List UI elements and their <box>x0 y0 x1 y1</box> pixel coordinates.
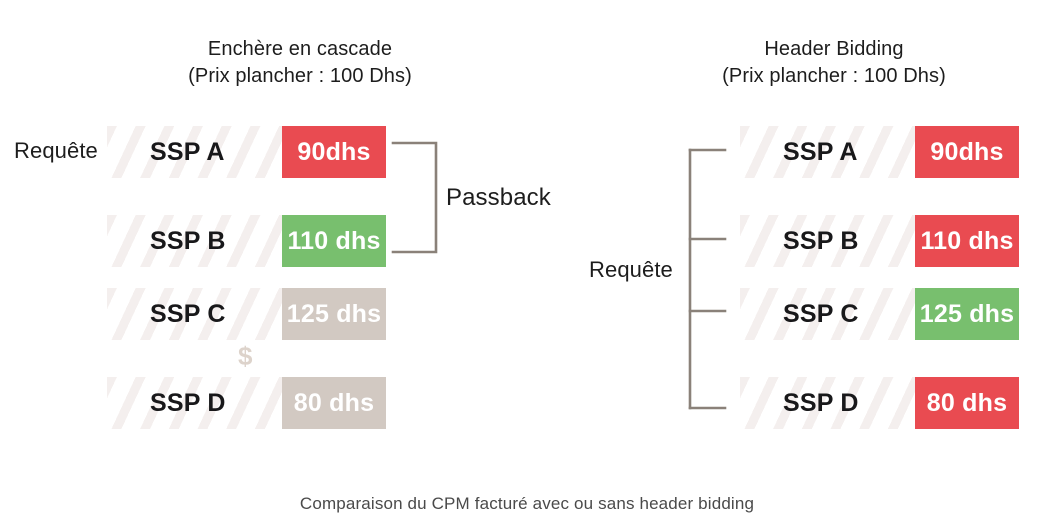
passback-label: Passback <box>446 184 551 211</box>
right-price-box-d[interactable]: 80 dhs <box>915 377 1019 429</box>
right-price-box-a[interactable]: 90dhs <box>915 126 1019 178</box>
left-price-box-a[interactable]: 90dhs <box>282 126 386 178</box>
right-ssp-name-b: SSP B <box>783 227 859 255</box>
passback-bracket-icon <box>391 141 438 254</box>
figure-caption: Comparaison du CPM facturé avec ou sans … <box>299 494 755 513</box>
right-panel-title-line1: Header Bidding <box>764 38 904 60</box>
left-request-label: Requête <box>14 138 98 163</box>
left-ssp-name-c: SSP C <box>150 300 226 328</box>
left-ssp-row-b[interactable]: SSP B 110 dhs <box>107 215 386 267</box>
right-ssp-row-d[interactable]: SSP D 80 dhs <box>740 377 1019 429</box>
left-panel-title-line1: Enchère en cascade <box>207 38 393 60</box>
left-ssp-name-b: SSP B <box>150 227 226 255</box>
header-bidding-bracket-icon <box>688 148 727 410</box>
left-panel-title-line2: (Prix plancher : 100 Dhs) <box>188 65 412 87</box>
right-ssp-row-b[interactable]: SSP B 110 dhs <box>740 215 1019 267</box>
right-panel-title: Header Bidding (Prix plancher : 100 Dhs) <box>634 36 1034 90</box>
right-ssp-name-c: SSP C <box>783 300 859 328</box>
left-ssp-name-d: SSP D <box>150 389 226 417</box>
left-panel-title: Enchère en cascade (Prix plancher : 100 … <box>100 36 500 90</box>
right-ssp-name-d: SSP D <box>783 389 859 417</box>
left-price-box-d[interactable]: 80 dhs <box>282 377 386 429</box>
right-price-box-c[interactable]: 125 dhs <box>915 288 1019 340</box>
right-ssp-name-a: SSP A <box>783 138 858 166</box>
left-price-box-c[interactable]: 125 dhs <box>282 288 386 340</box>
right-panel-title-line2: (Prix plancher : 100 Dhs) <box>722 65 946 87</box>
left-ssp-row-c[interactable]: SSP C 125 dhs <box>107 288 386 340</box>
right-ssp-row-c[interactable]: SSP C 125 dhs <box>740 288 1019 340</box>
left-ssp-name-a: SSP A <box>150 138 225 166</box>
left-ssp-row-d[interactable]: SSP D 80 dhs <box>107 377 386 429</box>
left-price-box-b[interactable]: 110 dhs <box>282 215 386 267</box>
dollar-icon: $ <box>238 341 253 371</box>
left-ssp-row-a[interactable]: SSP A 90dhs <box>107 126 386 178</box>
right-ssp-row-a[interactable]: SSP A 90dhs <box>740 126 1019 178</box>
right-request-label: Requête <box>589 257 673 282</box>
right-price-box-b[interactable]: 110 dhs <box>915 215 1019 267</box>
